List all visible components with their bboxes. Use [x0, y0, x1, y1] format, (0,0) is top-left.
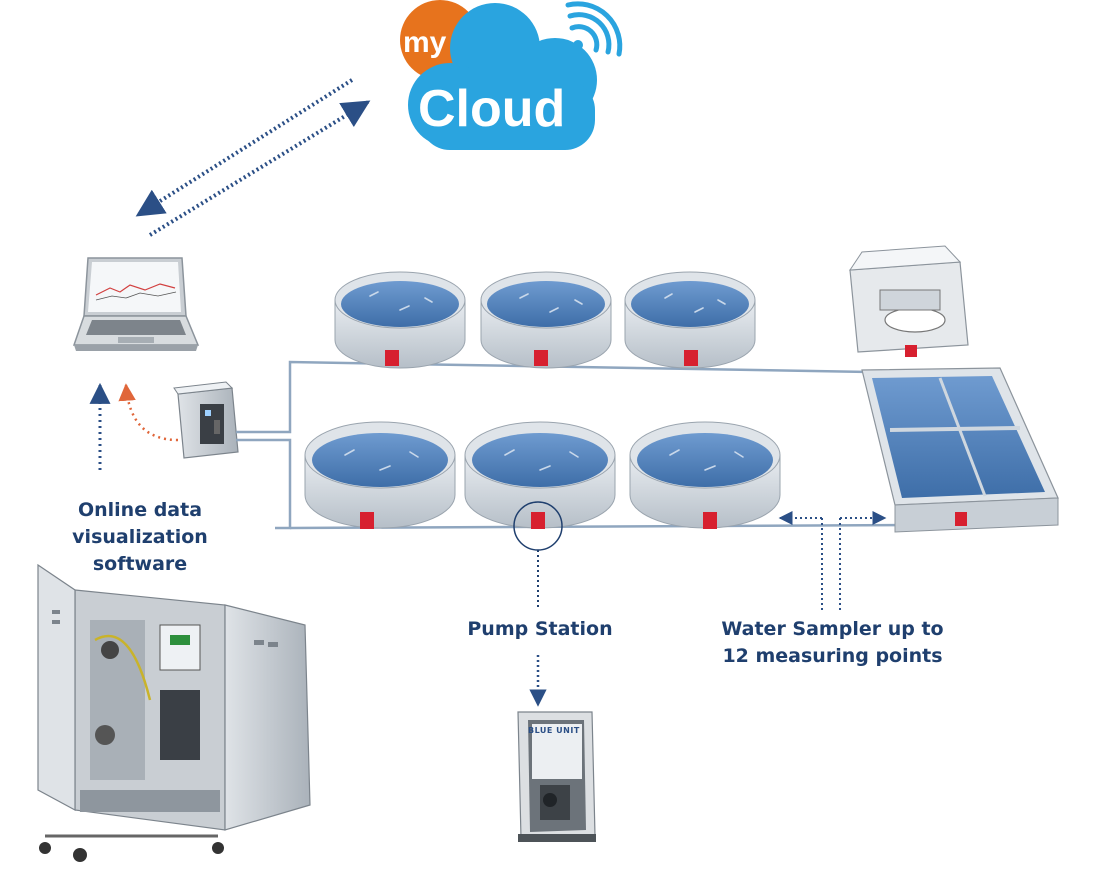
analyzer-unit	[173, 381, 239, 459]
analysis-cabinet	[37, 563, 311, 862]
tank-rear-1	[334, 271, 466, 369]
tank-front-3	[629, 421, 781, 529]
software-label: Online data visualization software	[40, 497, 240, 578]
fish-marks	[344, 291, 744, 471]
water-sampler-label: Water Sampler up to 12 measuring points	[700, 616, 965, 670]
tank-rear-2	[480, 271, 612, 369]
laptop-icon	[72, 257, 200, 351]
water-sampler-line2: 12 measuring points	[722, 645, 943, 667]
pump-station-label: Pump Station	[467, 618, 613, 640]
water-sampler-line1: Water Sampler up to	[721, 618, 944, 640]
software-label-line1: Online data	[77, 499, 203, 521]
tank-front-2	[464, 421, 616, 529]
pump-unit-brand: BLUE UNIT	[528, 726, 580, 735]
settling-basin	[861, 367, 1059, 533]
cloud-word-my: my	[403, 26, 447, 59]
sampler-arrows	[778, 511, 887, 610]
wifi-icon	[565, 1, 623, 57]
software-label-line2: visualization	[72, 526, 208, 548]
data-arrow-orange	[118, 383, 179, 442]
tank-front-1	[304, 421, 456, 529]
cloud-sync-arrows	[135, 78, 371, 237]
mycloud-logo: my Cloud	[400, 0, 623, 150]
tank-rear-3	[624, 271, 756, 369]
drum-filter	[849, 245, 969, 357]
software-label-line3: software	[92, 553, 188, 575]
pump-station-unit	[517, 711, 596, 842]
cloud-word-cloud: Cloud	[418, 80, 565, 138]
